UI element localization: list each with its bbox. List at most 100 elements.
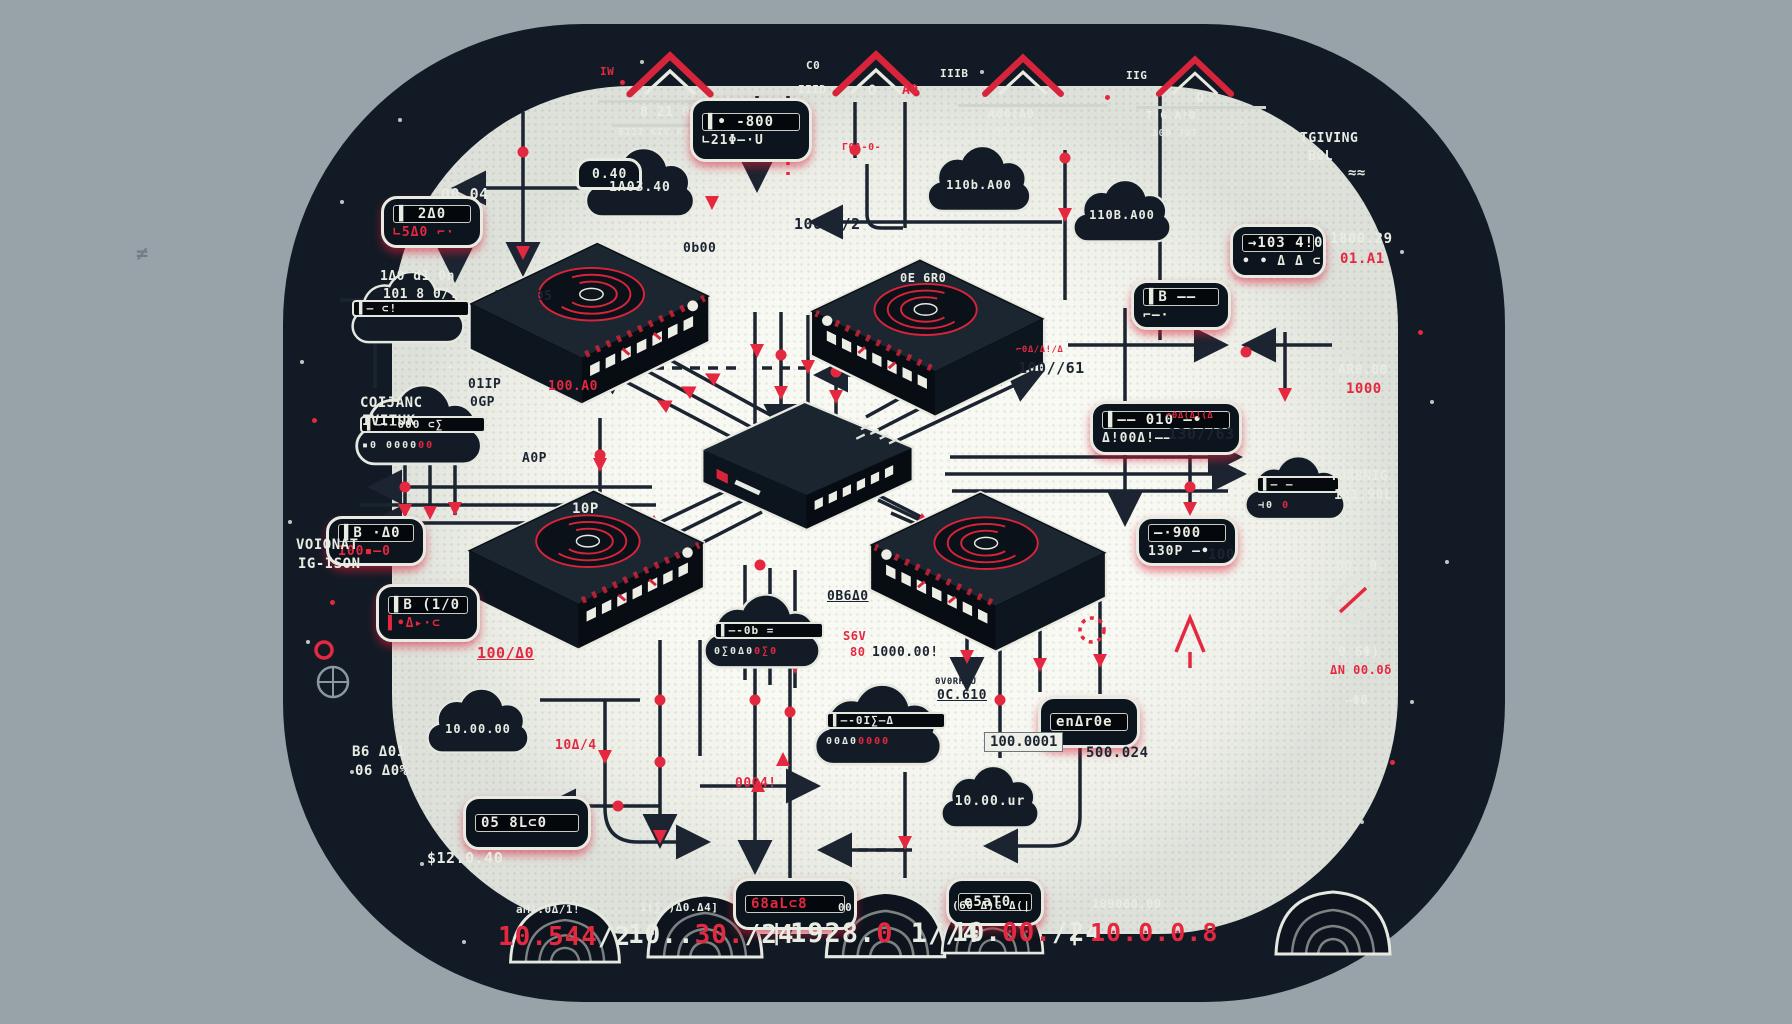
annotation: 0b00 [683, 241, 717, 256]
annotation: 1000.00! [872, 645, 939, 660]
annotation: B0L [1308, 149, 1333, 164]
badge-led-line: 68aL⊂8 [745, 895, 845, 913]
badge-led-line: ▌B —— [1143, 287, 1219, 306]
cloud-label: 110B.A00 [1089, 208, 1155, 222]
led-badge-left-110: ▌B (1/0 ▌•Δ▸·⊂ [376, 584, 480, 642]
badge-led-line: 05 8L⊂0 [475, 814, 579, 832]
separator-bar: | [1068, 921, 1082, 946]
red-speckle-dot [620, 80, 625, 85]
annotation: 100/Δ0 [477, 644, 535, 662]
red-speckle-dot [1418, 330, 1423, 335]
stray-glyph: ≠ [136, 241, 149, 265]
switch-label: 10P [572, 501, 599, 517]
cloud-device-ports: ⊣0 0 [1258, 500, 1291, 511]
divider [958, 104, 1108, 107]
speckle-dot [1360, 820, 1364, 824]
annotation: A0P [522, 451, 547, 466]
badge-led-line: ▌• -800 [702, 112, 800, 131]
ip-small-label: aM):0Δ/1! [516, 903, 581, 916]
annotation: 0V0RH0U [935, 677, 977, 687]
annotation: 100//61 [1018, 359, 1085, 377]
cloud-label: 1A03.40 [609, 180, 671, 195]
annotation: VOIONAT [296, 537, 359, 553]
annotation: 500.024 [1086, 745, 1149, 761]
squiggle-glyph: ≈≈ [1348, 165, 1366, 181]
cloud-device-bar: ▌— ⊂! [352, 300, 470, 317]
annotation: S6V [843, 629, 867, 643]
annotation: 10Δ/4 [555, 738, 597, 753]
annotation: ⌐0Δ(Δ!(Δ [1166, 411, 1214, 421]
annotation: 0B6Δ0 [827, 589, 869, 604]
led-badge-bottom-left: 05 8L⊂0 [463, 796, 591, 850]
badge-led-line: ▌—— 010 —• [1102, 410, 1230, 429]
annotation: 1000 [1346, 381, 1382, 397]
red-speckle-dot [1105, 95, 1110, 100]
separator-bar: | [770, 921, 784, 946]
badge-led-line: —·900 [1148, 523, 1226, 542]
divider [598, 100, 766, 103]
tab-badge-040: 0.40 [576, 158, 642, 190]
annotation: —Φ0 [1345, 693, 1369, 707]
chevron-side-label: IIIB [940, 67, 969, 80]
divider [612, 124, 742, 127]
chevron-right-label: A0 [902, 83, 919, 98]
led-badge-right-900: —·900 130P —• [1136, 516, 1238, 566]
speckle-dot [300, 360, 304, 364]
annotation: IVITUK [362, 413, 416, 429]
cloud-device-ports: ▪0 000000 [362, 440, 435, 451]
chevron-sublabel: EIII KIV RJO [618, 127, 697, 138]
annotation: $12.0.40 [427, 849, 504, 867]
speckle-dot [462, 940, 466, 944]
annotation: 01.A1 [1340, 251, 1385, 267]
ip-small-label: 00 [838, 901, 853, 914]
annotation: 00 2,3 [498, 307, 548, 322]
led-badge-left-upper: ▌ 2Δ0 ∟5Δ0 ⌐· [381, 196, 483, 248]
annotation: 00. 0, [1336, 559, 1386, 574]
chevron-label: T!G.A!0 [1146, 109, 1196, 122]
annotation: 101 b05 [494, 289, 553, 304]
cloud-label: 10.00.ur [954, 794, 1026, 809]
chevron-side-label: IIG [1126, 69, 1148, 82]
badge-led-line: Δ!00Δ!—— [1102, 430, 1173, 446]
cloud-device-bar: ▌—-0I∑—Δ [826, 712, 946, 729]
badge-led-line: e5aT0 [958, 893, 1032, 911]
annotation: 06 Δ0% [355, 763, 409, 779]
annotation: 0 6Φ) [1338, 645, 1380, 660]
ip-small-label: 109000.00 [1092, 897, 1162, 911]
annotation: AR0.00 [1338, 363, 1388, 378]
chevron-label: A00(A0 [988, 107, 1035, 121]
speckle-dot [350, 770, 354, 774]
annotation: 0GP [470, 395, 495, 410]
led-badge-right-103: →103 4!0 • • Δ Δ ⊂ [1230, 224, 1326, 278]
speckle-dot [340, 200, 344, 204]
speckle-dot [1400, 250, 1404, 254]
speckle-dot [1240, 120, 1244, 124]
speckle-dot [420, 862, 424, 866]
chevron-sublabel: 90 C!P [995, 126, 1035, 137]
annotation-box: 100.0001 [984, 732, 1064, 752]
badge-led-line: ▌B (1/0 [388, 595, 468, 614]
ip-label: 10.0.0.8 [1090, 918, 1219, 947]
badge-led-line: ∟5Δ0 ⌐· [393, 224, 455, 240]
ip-small-label: (60 Δ)G Δ(| [952, 899, 1031, 912]
badge-led-line: 0.40 [592, 166, 628, 182]
annotation: 01IP [468, 377, 502, 392]
switch-label: 0E 6R0 [900, 271, 947, 285]
speckle-dot [640, 60, 644, 64]
annotation: TGIVING [1300, 131, 1359, 146]
divider [1136, 106, 1266, 109]
chevron-side-label: C0 [806, 59, 821, 72]
ip-label: 10.544/2 [498, 922, 632, 952]
annotation: 1800.29 [1330, 231, 1393, 247]
speckle-dot [1430, 400, 1434, 404]
annotation: 100.A0 [548, 379, 598, 394]
led-badge-top-center: ▌• -800 ∟21Φ—·U [690, 98, 812, 162]
led-badge-bottom-center: 68aL⊂8 [733, 878, 857, 930]
led-badge-bottom-right: e5aT0 [946, 878, 1044, 926]
annotation: 00.04 [441, 185, 489, 203]
annotation: IG-ISON [298, 556, 361, 572]
cloud-device-ports: 00Δ00000 [826, 736, 891, 747]
cloud-label: 10.00.00 [445, 722, 511, 736]
speckle-dot [306, 640, 310, 644]
